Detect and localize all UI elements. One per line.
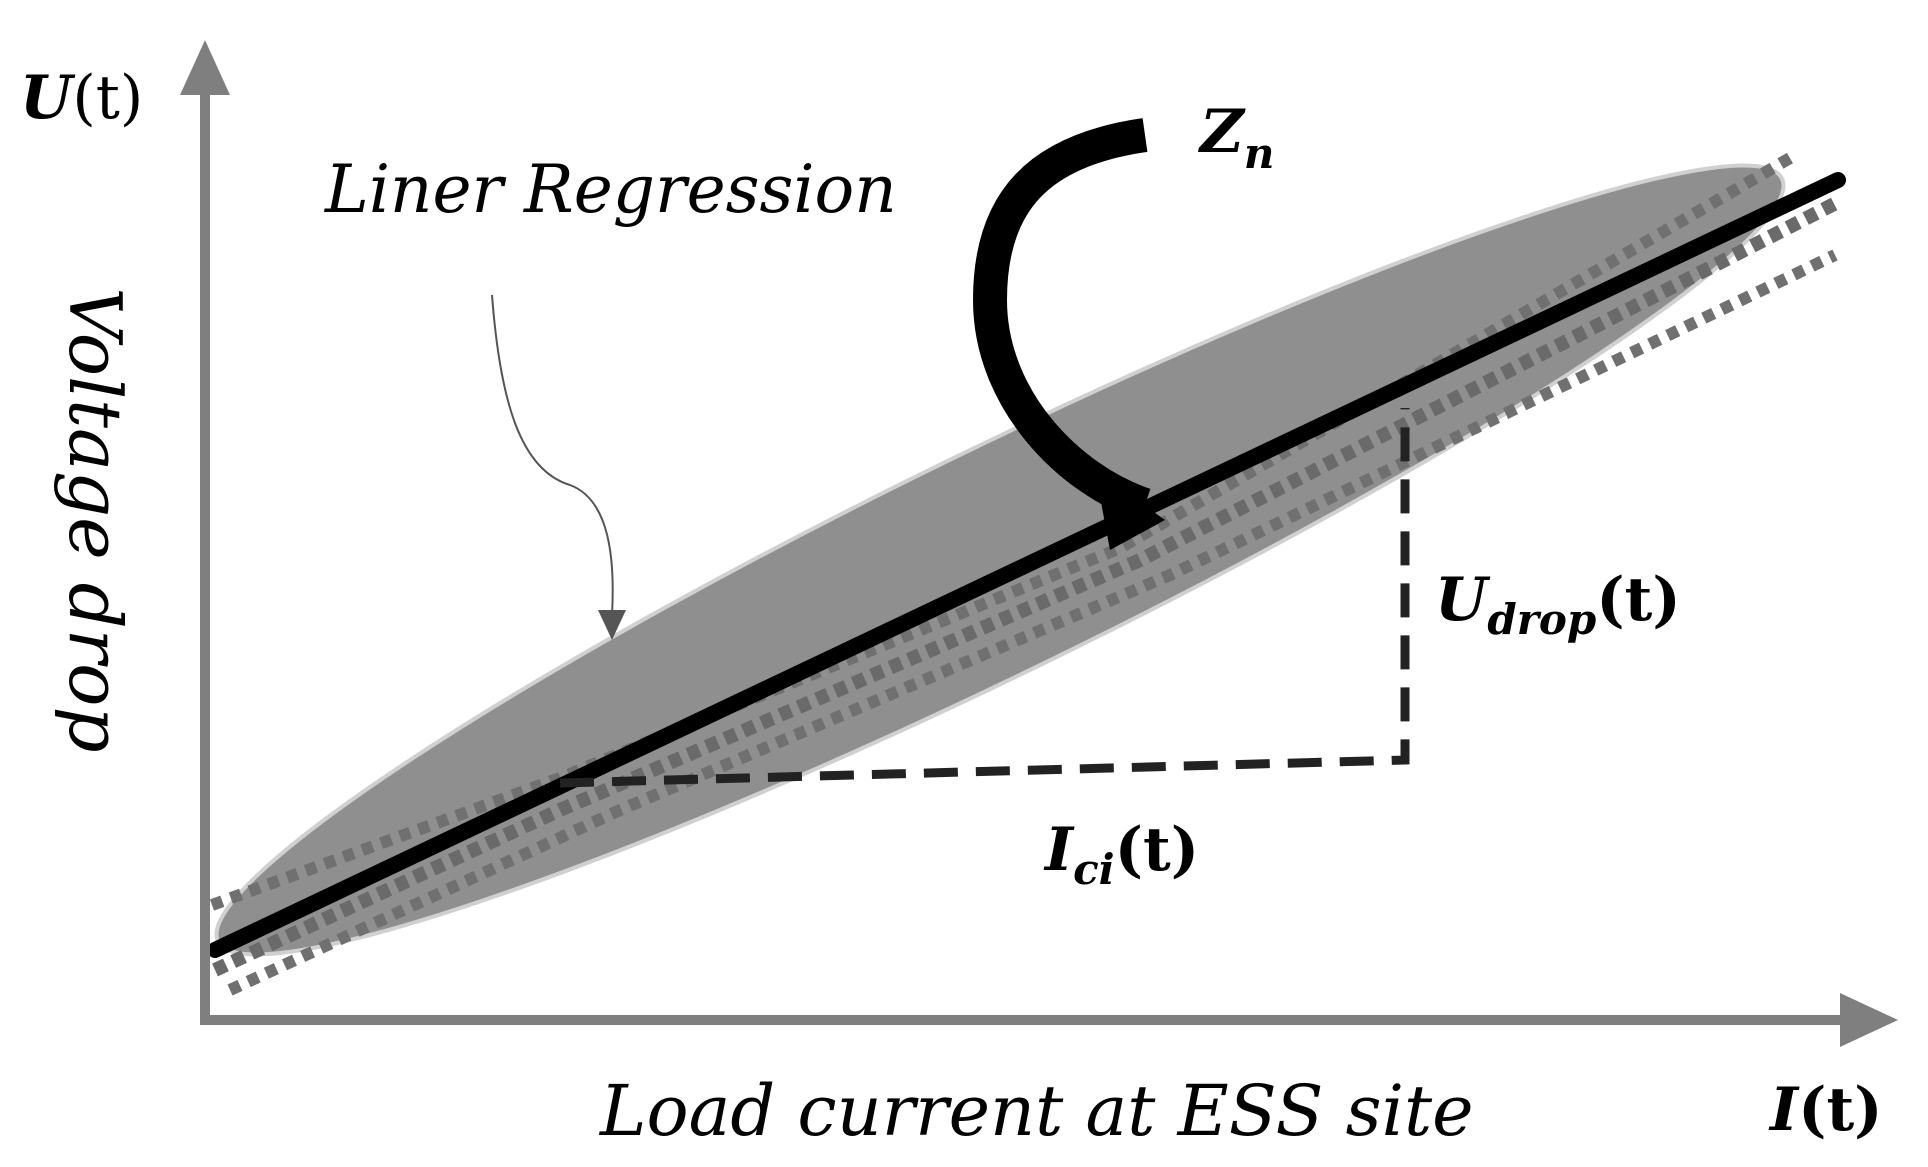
drop-triangle [559, 408, 1410, 788]
central-bound-line [212, 195, 1842, 977]
label-pointer-arrow [491, 294, 626, 640]
current-ci-label: Ici(t) [1043, 815, 1199, 894]
y-axis [180, 40, 230, 1020]
voltage-drop-label: Udrop(t) [1435, 565, 1681, 644]
x-axis-label: Load current at ESS site [598, 1070, 1474, 1152]
regression-label: Liner Regression [324, 151, 897, 228]
impedance-arrow [972, 118, 1165, 550]
regression-line [207, 172, 1846, 958]
y-axis-label: Voltage drop [53, 287, 137, 752]
impedance-label: Zn [1198, 97, 1274, 178]
y-axis-symbol: U(t) [20, 63, 143, 133]
lower-bound-line [227, 249, 1838, 996]
x-axis-symbol: I(t) [1768, 1075, 1883, 1145]
x-axis [200, 993, 1898, 1047]
